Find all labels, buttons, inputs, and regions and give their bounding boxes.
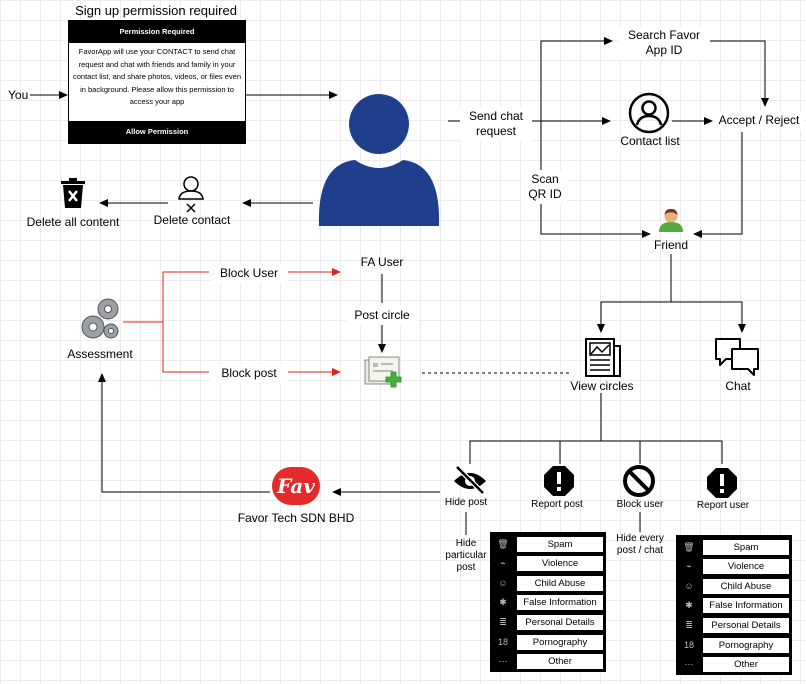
gun-icon: ⌁ xyxy=(686,561,692,571)
report-option[interactable]: ☺ Child Abuse xyxy=(678,578,790,595)
report-option[interactable]: ≣ Personal Details xyxy=(492,614,604,631)
you-label: You xyxy=(8,88,29,102)
send-chat-request-label: Send chat request xyxy=(460,107,532,141)
adult-icon: 18 xyxy=(683,640,694,650)
trash-icon: 🗑 xyxy=(683,542,695,552)
report-option[interactable]: ⌁ Violence xyxy=(492,555,604,572)
gears-icon xyxy=(81,298,119,339)
report-option[interactable]: ☺ Child Abuse xyxy=(492,575,604,592)
company-label: Favor Tech SDN BHD xyxy=(237,511,355,525)
report-option-label: Violence xyxy=(516,555,604,572)
post-circle-label: Post circle xyxy=(346,306,418,325)
report-option-label: Violence xyxy=(702,558,790,575)
user-card-icon: ≣ xyxy=(499,617,507,627)
block-user-label: Block User xyxy=(210,264,288,283)
search-favor-app-id-label: Search Favor App ID xyxy=(618,26,710,60)
newspaper-icon xyxy=(585,338,621,377)
delete-contact-icon xyxy=(178,176,204,213)
view-circles-label: View circles xyxy=(570,379,634,393)
user-card-icon: ≣ xyxy=(685,620,693,630)
report-option-label: Pornography xyxy=(516,634,604,651)
friend-icon xyxy=(659,208,683,232)
user-icon xyxy=(318,94,440,226)
contact-list-icon xyxy=(628,92,670,134)
report-option[interactable]: 18 Pornography xyxy=(492,634,604,651)
block-user-desc: Hide every post / chat xyxy=(616,533,664,556)
report-option[interactable]: ⋯ Other xyxy=(492,653,604,670)
permission-title: Sign up permission required xyxy=(75,3,237,18)
eye-slash-icon xyxy=(454,465,486,495)
report-user-menu: 🗑 Spam ⌁ Violence ☺ Child Abuse ✱ False Informa… xyxy=(676,535,792,675)
report-user-label: Report user xyxy=(696,500,750,511)
bug-icon: ✱ xyxy=(499,597,507,607)
assessment-label: Assessment xyxy=(67,347,133,361)
permission-body: FavorApp will use your CONTACT to send c… xyxy=(73,47,242,106)
block-post-label: Block post xyxy=(210,364,288,383)
report-option[interactable]: ✱ False Information xyxy=(492,594,604,611)
report-option-label: Pornography xyxy=(702,637,790,654)
report-option[interactable]: 🗑 Spam xyxy=(492,536,604,553)
report-option-label: False Information xyxy=(702,597,790,614)
scan-qr-id-label: Scan QR ID xyxy=(523,170,567,204)
report-option-label: Spam xyxy=(702,539,790,556)
report-option[interactable]: 18 Pornography xyxy=(678,637,790,654)
report-option-label: False Information xyxy=(516,594,604,611)
report-post-menu: 🗑 Spam ⌁ Violence ☺ Child Abuse ✱ False Informa… xyxy=(490,532,606,672)
friend-label: Friend xyxy=(653,238,688,252)
chat-icon xyxy=(715,338,759,376)
child-icon: ☺ xyxy=(498,578,508,588)
report-option[interactable]: ≣ Personal Details xyxy=(678,617,790,634)
dots-icon: ⋯ xyxy=(684,659,694,669)
report-option-label: Child Abuse xyxy=(702,578,790,595)
report-option-label: Spam xyxy=(516,536,604,553)
delete-contact-label: Delete contact xyxy=(153,213,231,227)
hide-post-label: Hide post xyxy=(444,497,488,508)
report-post-label: Report post xyxy=(531,499,583,510)
bug-icon: ✱ xyxy=(685,600,693,610)
report-option-label: Other xyxy=(702,656,790,673)
report-option[interactable]: ✱ False Information xyxy=(678,597,790,614)
trash-icon: 🗑 xyxy=(497,539,509,549)
fa-user-label: FA User xyxy=(360,255,404,269)
report-option-label: Other xyxy=(516,653,604,670)
accept-reject-label: Accept / Reject xyxy=(714,111,804,130)
report-option-label: Personal Details xyxy=(516,614,604,631)
hide-post-desc: Hide particular post xyxy=(445,538,487,573)
report-option-label: Personal Details xyxy=(702,617,790,634)
report-option-label: Child Abuse xyxy=(516,575,604,592)
report-option[interactable]: 🗑 Spam xyxy=(678,539,790,556)
report-option[interactable]: ⋯ Other xyxy=(678,656,790,673)
report-post-icon xyxy=(544,466,574,496)
permission-header: Permission Required xyxy=(69,21,245,43)
report-option[interactable]: ⌁ Violence xyxy=(678,558,790,575)
gun-icon: ⌁ xyxy=(500,558,506,568)
block-user-action-label: Block user xyxy=(616,499,664,510)
favor-logo: Fav xyxy=(272,467,320,505)
add-post-icon xyxy=(364,356,402,388)
delete-all-content-label: Delete all content xyxy=(26,215,120,229)
child-icon: ☺ xyxy=(684,581,694,591)
contact-list-label: Contact list xyxy=(620,134,680,148)
permission-dialog: Permission Required FavorApp will use yo… xyxy=(68,20,246,144)
dots-icon: ⋯ xyxy=(498,656,508,666)
trash-icon xyxy=(61,178,85,208)
allow-permission-button[interactable]: Allow Permission xyxy=(69,121,245,143)
adult-icon: 18 xyxy=(497,637,508,647)
block-icon xyxy=(623,465,655,497)
report-user-icon xyxy=(707,468,737,498)
chat-label: Chat xyxy=(725,379,751,393)
